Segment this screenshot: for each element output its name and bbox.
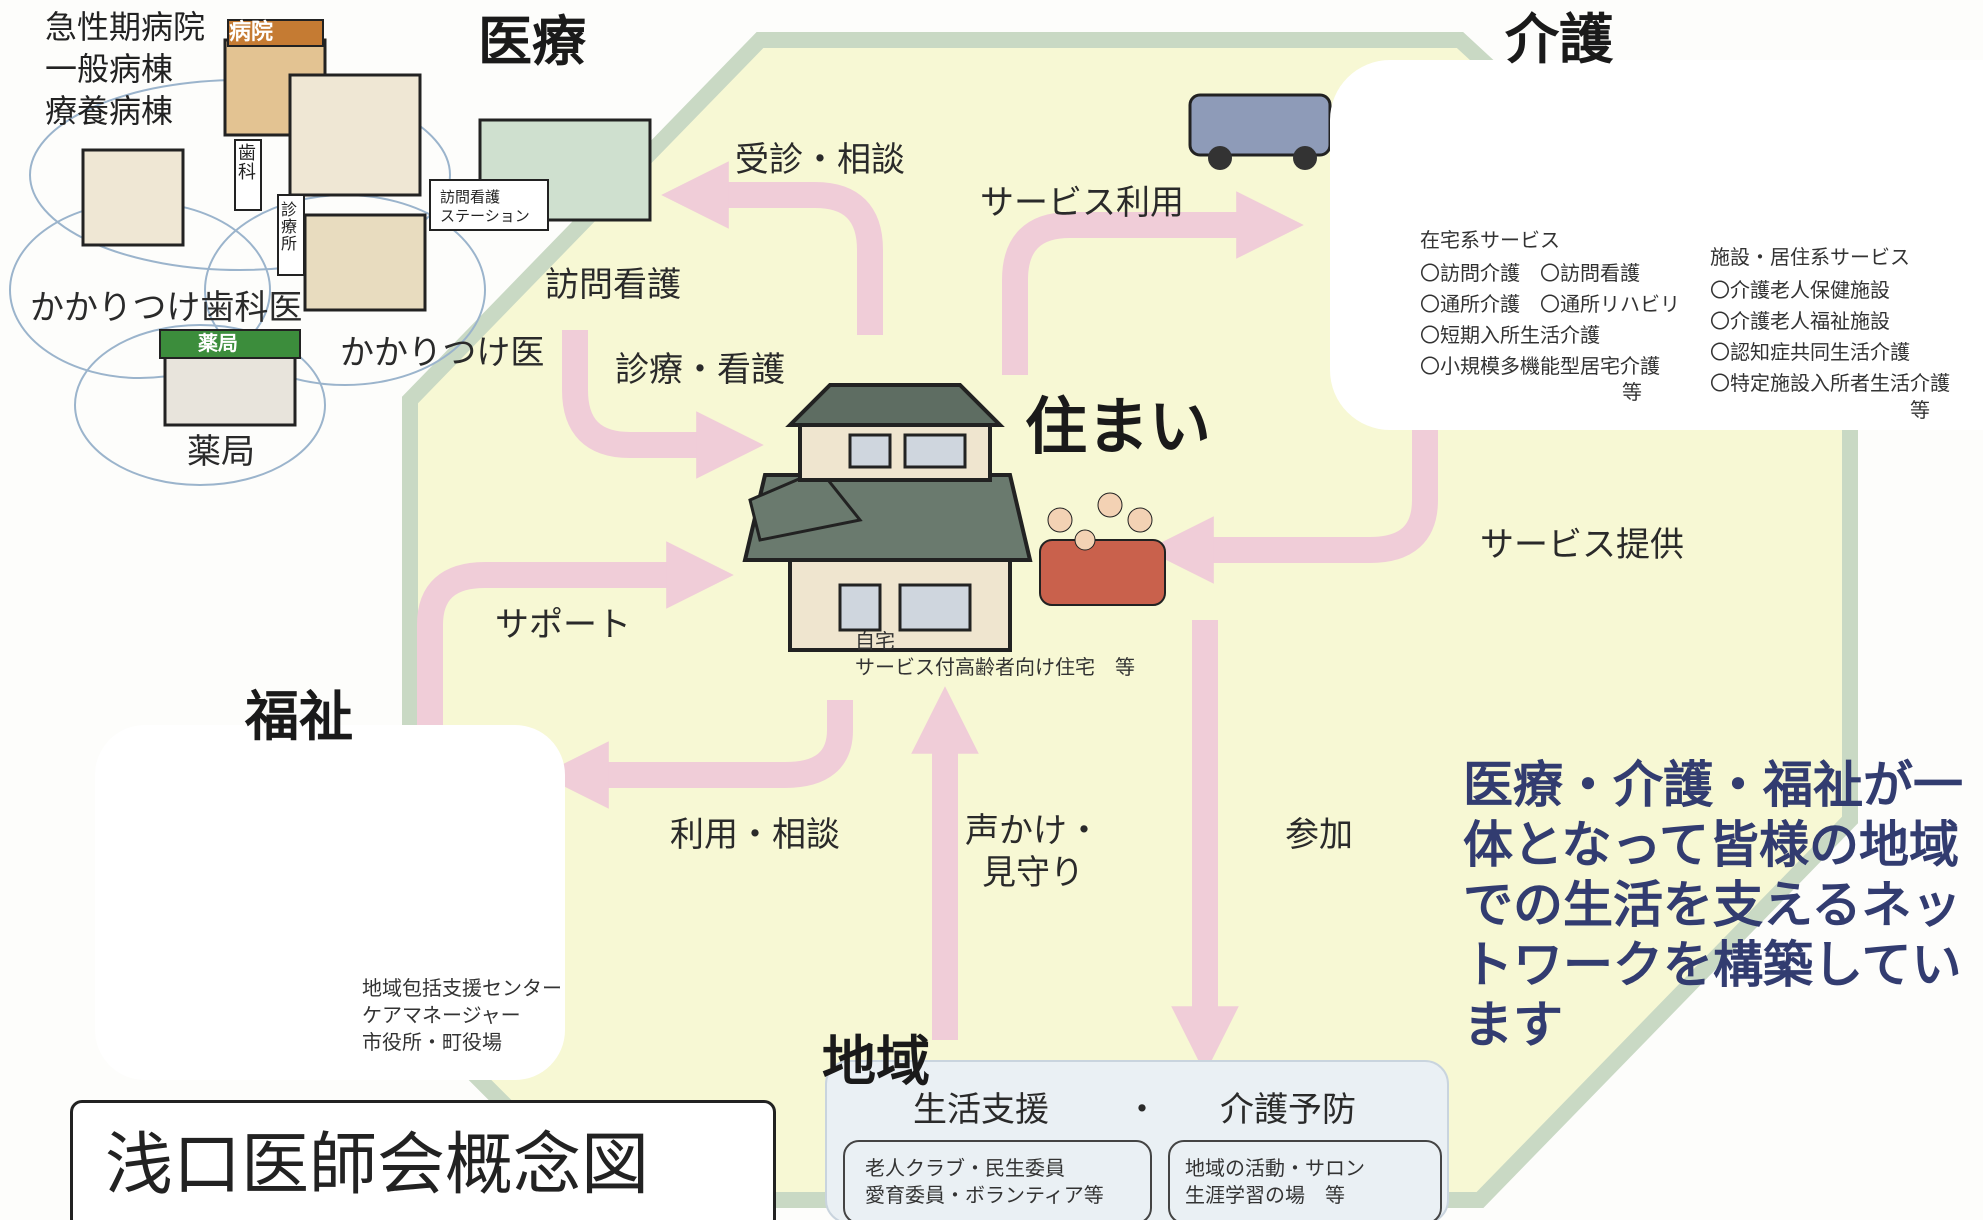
clinic-illustration xyxy=(277,194,427,312)
pharmacy-illustration xyxy=(159,329,301,427)
community-left-line: 愛育委員・ボランティア等 xyxy=(865,1183,1104,1207)
network-message: 医療・介護・福祉が一 体となって皆様の地域 での生活を支えるネッ トワークを構築… xyxy=(1463,755,1963,1055)
facility-service-item: 〇特定施設入所者生活介護 xyxy=(1710,371,1950,395)
station-sign: 訪問看護 ステーション xyxy=(440,188,530,226)
community-right-box xyxy=(1168,1140,1442,1220)
heading-home: 住まい xyxy=(1025,390,1212,463)
home-service-item: 〇通所介護 〇通所リハビリ xyxy=(1420,292,1680,316)
family-illustration xyxy=(1039,492,1166,606)
community-care-prevention: 介護予防 xyxy=(1220,1090,1356,1130)
station-sign-line: ステーション xyxy=(440,207,530,225)
arrow-service-provide xyxy=(1146,420,1438,584)
home-services-title: 在宅系サービス xyxy=(1420,228,1560,252)
community-right-line: 生涯学習の場 等 xyxy=(1185,1183,1345,1207)
label-support: サポート xyxy=(495,605,631,645)
community-left-line: 老人クラブ・民生委員 xyxy=(865,1156,1065,1180)
heading-community: 地域 xyxy=(822,1030,930,1093)
hospital-illustration xyxy=(81,19,422,247)
home-services-etc: 等 xyxy=(1622,380,1642,404)
hospital-sign: 病院 xyxy=(229,20,274,45)
home-service-item: 〇小規模多機能型居宅介護 xyxy=(1420,354,1660,378)
welfare-item: ケアマネージャー xyxy=(362,1003,521,1027)
facility-services-list: 〇介護老人保健施設 〇介護老人福祉施設 〇認知症共同生活介護 〇特定施設入所者生… xyxy=(1710,275,1950,399)
hospital-types: 急性期病院 一般病棟 療養病棟 xyxy=(45,6,205,132)
watch-line: 声かけ・ xyxy=(965,811,1101,851)
diagram-title: 浅口医師会概念図 xyxy=(105,1126,650,1205)
label-clinic: かかりつけ医 xyxy=(340,333,545,373)
community-dot: ・ xyxy=(1125,1090,1159,1130)
community-life-support: 生活支援 xyxy=(913,1090,1049,1130)
message-line: 医療・介護・福祉が一 xyxy=(1463,756,1963,814)
label-service-provide: サービス提供 xyxy=(1480,525,1684,565)
label-use-consult: 利用・相談 xyxy=(670,815,840,855)
label-pharmacy: 薬局 xyxy=(187,432,255,472)
clinic-sign: 診療所 xyxy=(281,200,298,253)
facility-services-title: 施設・居住系サービス xyxy=(1710,245,1910,269)
message-line: での生活を支えるネッ xyxy=(1463,876,1962,934)
pharmacy-zone xyxy=(74,324,326,486)
facility-services-etc: 等 xyxy=(1910,398,1930,422)
welfare-item: 市役所・町役場 xyxy=(362,1030,502,1054)
label-participate: 参加 xyxy=(1285,815,1353,855)
care-panel xyxy=(1330,60,1983,430)
message-line: 体となって皆様の地域 xyxy=(1463,816,1959,874)
facility-service-item: 〇介護老人福祉施設 xyxy=(1710,309,1890,333)
home-type: 自宅 xyxy=(855,629,895,653)
label-treatment: 診療・看護 xyxy=(615,350,785,390)
house-illustration xyxy=(742,383,1033,652)
arrow-treatment xyxy=(562,330,764,479)
community-left-box xyxy=(843,1140,1152,1220)
community-left-text: 老人クラブ・民生委員 愛育委員・ボランティア等 xyxy=(865,1155,1104,1209)
facility-service-item: 〇介護老人保健施設 xyxy=(1710,278,1890,302)
station-sign-line: 訪問看護 xyxy=(440,188,501,206)
hospital-type: 一般病棟 xyxy=(45,50,174,88)
watch-line: 見守り xyxy=(982,853,1084,893)
home-services-list: 〇訪問介護 〇訪問看護 〇通所介護 〇通所リハビリ 〇短期入所生活介護 〇小規模… xyxy=(1420,258,1680,382)
label-visiting-nurse: 訪問看護 xyxy=(545,265,681,305)
welfare-item: 地域包括支援センター xyxy=(362,976,562,1000)
title-scroll xyxy=(70,1100,776,1220)
dental-sign: 歯科 xyxy=(238,143,256,183)
home-service-item: 〇訪問介護 〇訪問看護 xyxy=(1420,261,1640,285)
label-watch: 声かけ・ 見守り xyxy=(965,810,1101,894)
label-dentist: かかりつけ歯科医 xyxy=(30,288,303,328)
hospital-type: 急性期病院 xyxy=(45,8,206,46)
community-right-line: 地域の活動・サロン xyxy=(1185,1156,1365,1180)
welfare-items: 地域包括支援センター ケアマネージャー 市役所・町役場 xyxy=(362,975,562,1056)
pharmacy-sign: 薬局 xyxy=(198,331,238,355)
arrow-consult xyxy=(661,161,883,335)
heading-welfare: 福祉 xyxy=(245,685,353,748)
arrow-service-use xyxy=(1002,191,1304,375)
van-illustration xyxy=(1188,93,1332,170)
community-right-text: 地域の活動・サロン 生涯学習の場 等 xyxy=(1185,1155,1365,1209)
visiting-nurse-illustration xyxy=(429,118,652,231)
arrow-use-consult xyxy=(541,700,853,809)
message-line: ます xyxy=(1463,996,1563,1054)
home-service-item: 〇短期入所生活介護 xyxy=(1420,323,1600,347)
heading-care: 介護 xyxy=(1505,8,1613,71)
facility-service-item: 〇認知症共同生活介護 xyxy=(1710,340,1910,364)
heading-medical: 医療 xyxy=(478,10,586,73)
message-line: トワークを構築してい xyxy=(1463,936,1962,994)
label-service-use: サービス利用 xyxy=(980,183,1184,223)
home-type: サービス付高齢者向け住宅 等 xyxy=(855,655,1135,679)
arrow-support xyxy=(417,541,734,735)
home-types: 自宅 サービス付高齢者向け住宅 等 xyxy=(855,628,1135,680)
hospital-type: 療養病棟 xyxy=(45,92,174,130)
welfare-panel xyxy=(95,725,565,1080)
label-consult: 受診・相談 xyxy=(735,140,905,180)
